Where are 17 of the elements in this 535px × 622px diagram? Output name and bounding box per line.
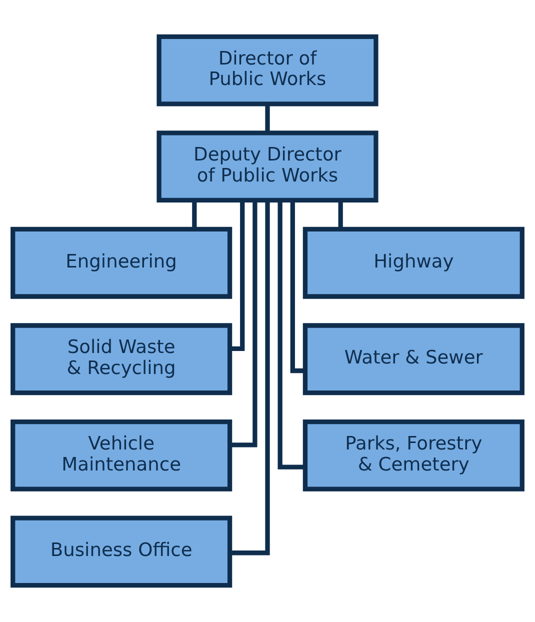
connector xyxy=(290,200,306,374)
node-box: Deputy Director of Public Works xyxy=(156,130,378,203)
node-box: Highway xyxy=(302,226,524,299)
node-box: Engineering xyxy=(10,226,232,299)
connector xyxy=(230,200,270,556)
node-box: Director of Public Works xyxy=(156,34,378,106)
connector xyxy=(278,200,306,470)
connector xyxy=(230,200,245,352)
node-box: Solid Waste & Recycling xyxy=(10,323,232,396)
node-box: Business Office xyxy=(10,516,232,588)
node-box: Parks, Forestry & Cemetery xyxy=(302,419,524,492)
node-box: Vehicle Maintenance xyxy=(10,419,232,492)
connector xyxy=(192,200,197,230)
node-box: Water & Sewer xyxy=(302,323,524,396)
connector xyxy=(230,200,258,448)
connector xyxy=(265,104,270,133)
connector xyxy=(338,200,343,230)
